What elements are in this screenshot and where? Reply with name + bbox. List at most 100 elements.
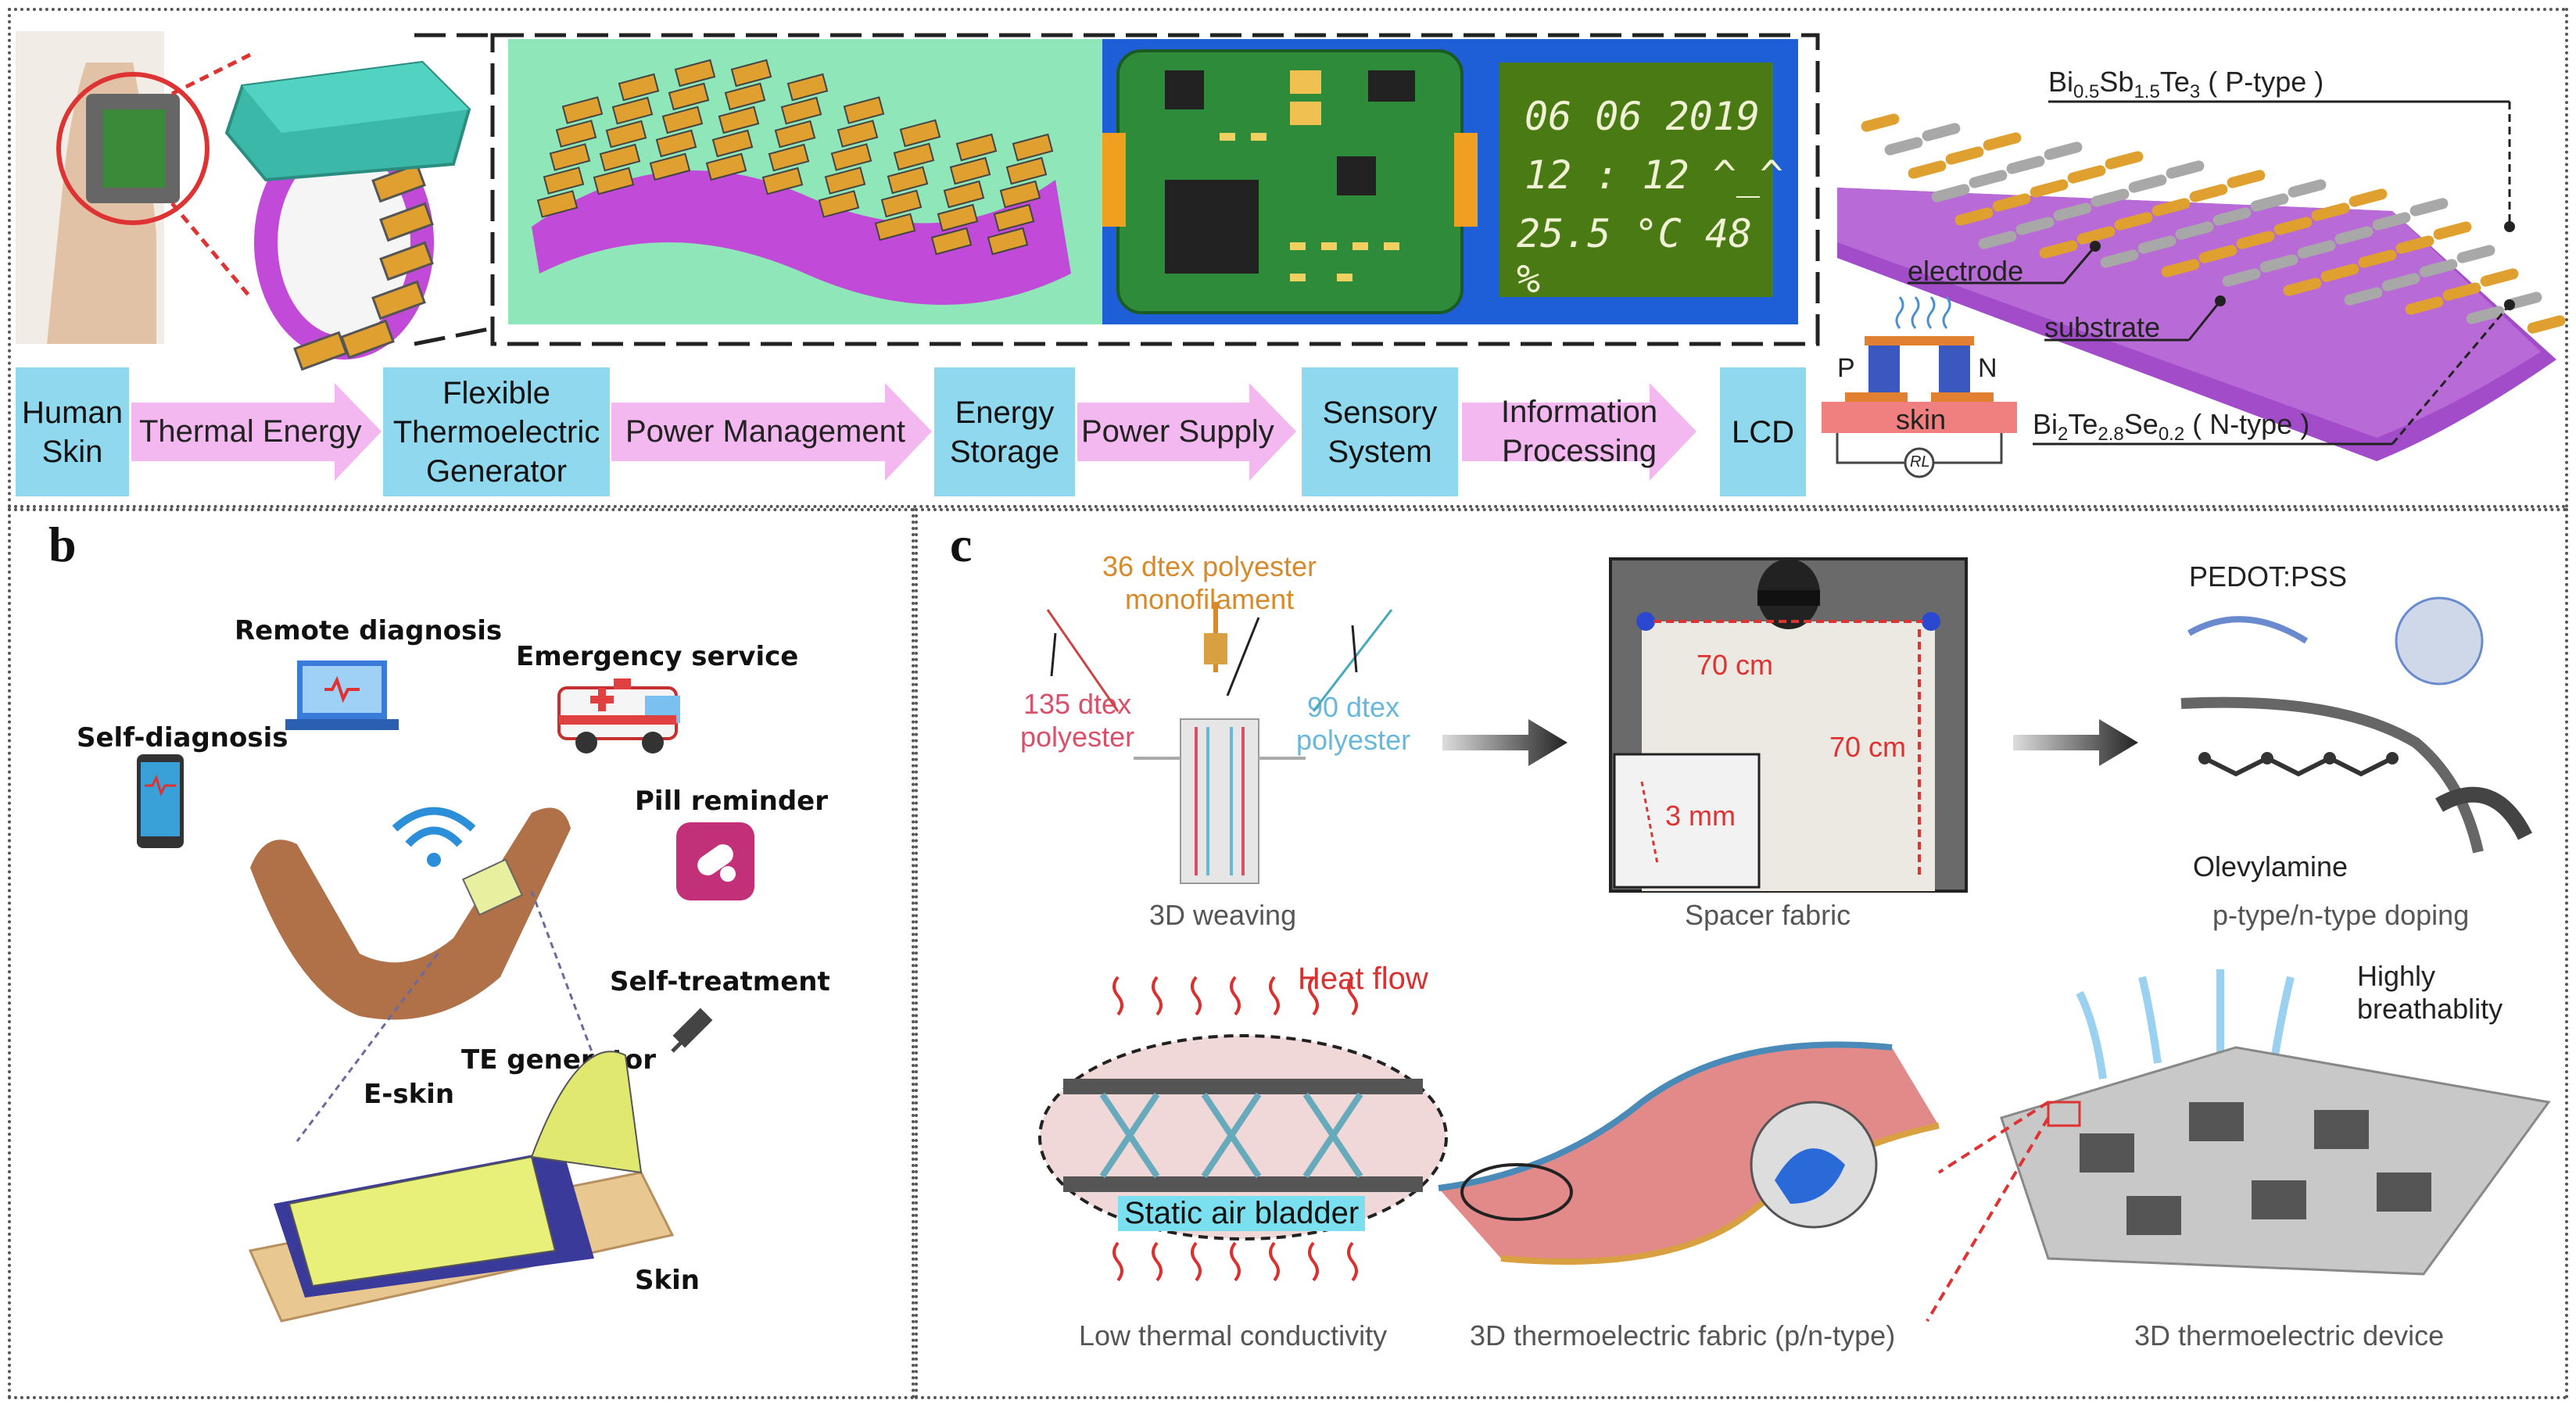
heat-flow-line <box>1152 1241 1163 1282</box>
module-leg <box>2100 249 2139 268</box>
label-3mm: 3 mm <box>1665 800 1736 832</box>
module-leg <box>2006 156 2045 174</box>
heat-flow-line <box>1308 1241 1319 1282</box>
teg-leg <box>768 143 810 172</box>
label-electrode: electrode <box>1908 255 2024 287</box>
te-device-illustration <box>2000 969 2551 1276</box>
teg-leg <box>593 166 635 195</box>
module-leg <box>2227 170 2266 188</box>
pcb-board <box>1102 39 1478 324</box>
pn-label-n: N <box>1978 353 1997 383</box>
pill-reminder-icon <box>676 822 754 900</box>
label-pedot-pss: PEDOT:PSS <box>2189 560 2348 593</box>
heat-flow-line <box>1191 1241 1202 1282</box>
flow-box-sensory-system: Sensory System <box>1302 367 1458 496</box>
module-leg <box>2358 249 2397 268</box>
label-substrate: substrate <box>2044 311 2161 343</box>
arm-eskin-illustration <box>248 807 675 1323</box>
teg-leg <box>561 96 604 124</box>
teg-leg <box>1012 133 1054 162</box>
teg-leg <box>786 73 829 102</box>
panel-letter-c: c <box>950 517 973 572</box>
wifi-icon <box>392 807 476 867</box>
teg-leg <box>893 142 935 171</box>
teg-leg <box>843 96 885 124</box>
teg-leg <box>899 119 941 148</box>
module-leg <box>1861 113 1900 132</box>
label-monofilament: 36 dtex polyester monofilament <box>1102 550 1317 615</box>
heat-flow-line <box>1230 1241 1241 1282</box>
teg-leg <box>536 190 579 218</box>
te-module-illustration <box>1837 113 2566 461</box>
flow-arrow-power-supply <box>1077 383 1296 481</box>
pn-label-rl: RL <box>1910 453 1930 471</box>
panel-letter-b: b <box>48 517 77 572</box>
module-leg <box>2273 217 2313 235</box>
teg-leg <box>730 59 772 88</box>
heat-flow-line <box>1347 976 1358 1016</box>
module-leg <box>2480 268 2519 287</box>
flow-box-lcd: LCD <box>1720 367 1806 496</box>
teg-leg <box>668 82 710 111</box>
label-135-dtex: 135 dtex polyester <box>1020 688 1135 753</box>
label-self-diagnosis: Self-diagnosis <box>77 722 288 754</box>
teg-leg <box>549 143 591 171</box>
flow-label-information-processing: Information Processing <box>1501 395 1658 468</box>
module-leg <box>2212 207 2252 226</box>
label-e-skin: E-skin <box>364 1079 455 1110</box>
teg-leg <box>718 106 760 134</box>
heat-flow-line <box>1230 976 1241 1016</box>
teg-leg <box>674 59 716 88</box>
teg-leg <box>655 129 697 158</box>
module-leg <box>2409 198 2449 217</box>
label-static-air-bladder: Static air bladder <box>1118 1196 1366 1231</box>
pn-label-skin: skin <box>1896 403 1947 435</box>
module-leg <box>2053 202 2092 221</box>
heat-flow-line <box>1191 976 1202 1016</box>
module-leg <box>1983 132 2022 151</box>
module-leg <box>1978 231 2017 249</box>
module-leg <box>1922 123 1961 141</box>
teg-leg <box>830 143 872 171</box>
label-skin: Skin <box>635 1265 700 1296</box>
teg-leg <box>661 106 704 134</box>
teg-leg <box>874 213 916 242</box>
heat-flow-line <box>1152 976 1163 1016</box>
flow-arrow-power-management <box>611 383 932 481</box>
teg-leg <box>987 227 1029 256</box>
zoom-frame <box>414 33 1820 346</box>
heat-flow-line <box>1308 976 1319 1016</box>
teg-leg <box>605 120 647 149</box>
teg-leg <box>937 203 979 232</box>
lcd-line-date: 06 06 2019 <box>1524 94 1761 139</box>
teg-leg <box>880 189 923 218</box>
module-leg <box>2381 273 2420 292</box>
label-n-type: Bi2Te2.8Se0.2 ( N-type ) <box>2033 408 2310 446</box>
module-leg <box>2442 282 2481 301</box>
caption-low-thermal-conductivity: Low thermal conductivity <box>1079 1319 1388 1352</box>
caption-te-fabric: 3D thermoelectric fabric (p/n-type) <box>1470 1319 1896 1352</box>
module-leg <box>1908 160 1947 179</box>
module-leg <box>2348 188 2388 207</box>
remote-diagnosis-icon <box>285 661 399 730</box>
panel-b-border <box>8 508 915 1399</box>
heat-flow-line <box>1112 976 1123 1016</box>
module-leg <box>1945 146 1984 165</box>
module-leg <box>2288 179 2327 198</box>
caption-te-device: 3D thermoelectric device <box>2134 1319 2445 1352</box>
pn-label-p: P <box>1837 353 1855 383</box>
teg-leg <box>705 152 747 181</box>
teg-leg <box>887 166 929 195</box>
teg-leg <box>837 120 879 148</box>
flow-label-power-management: Power Management <box>625 414 905 449</box>
teg-leg <box>955 133 998 162</box>
teg-leg <box>780 96 822 125</box>
caption-spacer-fabric: Spacer fabric <box>1685 899 1851 931</box>
module-leg <box>2372 212 2411 231</box>
teg-leg <box>824 166 866 195</box>
module-leg <box>1969 170 2008 188</box>
module-leg <box>2297 240 2336 259</box>
ambulance-icon <box>557 678 680 754</box>
arrow-to-spacer <box>1442 719 1567 766</box>
module-leg <box>2015 217 2055 235</box>
